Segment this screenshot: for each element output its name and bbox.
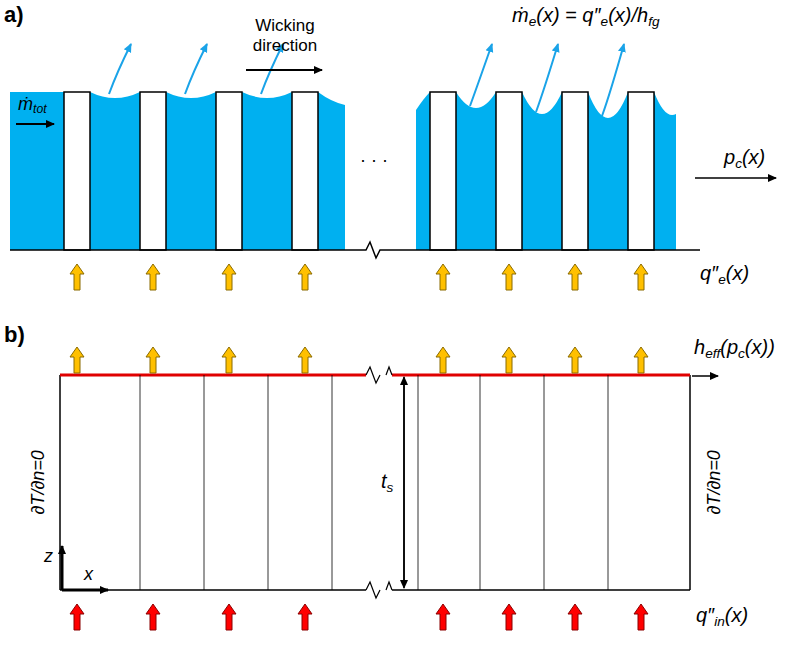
symbol-label: heff(pc(x)) — [694, 336, 775, 361]
heat-flux-arrow — [146, 264, 160, 290]
liquid-meniscus — [318, 92, 345, 250]
thickness-dimension — [403, 377, 405, 580]
symbol-label: ṁtot — [18, 94, 47, 116]
pillar — [496, 92, 522, 250]
pillar — [216, 92, 242, 250]
boundary-condition: ∂T/∂n=0 — [704, 450, 725, 514]
break-mark — [366, 582, 392, 598]
heat-flux-arrow — [298, 264, 312, 290]
cell-line — [544, 375, 545, 590]
cell-line — [140, 375, 141, 590]
panel-letter: a) — [4, 2, 24, 27]
cell-line — [204, 375, 205, 590]
direction-label: Wicking direction — [240, 16, 330, 55]
axis-arrow — [692, 375, 718, 377]
x-axis — [62, 589, 108, 592]
liquid-meniscus — [90, 92, 140, 250]
vapor-arrow — [109, 44, 131, 94]
panel-letter: b) — [4, 322, 25, 347]
liquid-meniscus — [242, 92, 292, 250]
heat-flux-arrow — [436, 347, 450, 373]
heat-flux-arrow — [568, 347, 582, 373]
liquid-meniscus — [522, 92, 562, 250]
heat-flux-arrow — [70, 264, 84, 290]
dimension-label: ts — [381, 470, 393, 495]
input-flux-arrow — [436, 604, 450, 630]
pillar — [292, 92, 318, 250]
ellipsis: · · · — [360, 150, 388, 171]
heat-flux-arrow — [222, 264, 236, 290]
pillar — [64, 92, 90, 250]
z-axis — [61, 546, 64, 590]
vapor-arrow — [536, 44, 558, 112]
heat-flux-arrow — [298, 347, 312, 373]
heat-flux-arrow — [502, 347, 516, 373]
heat-flux-arrow — [222, 347, 236, 373]
input-flux-arrow — [502, 604, 516, 630]
heat-flux-arrow — [634, 347, 648, 373]
heat-flux-arrow — [502, 264, 516, 290]
substrate-line — [10, 242, 700, 258]
symbol-label: pc(x) — [724, 146, 765, 171]
liquid-meniscus — [456, 92, 496, 250]
cell-line — [480, 375, 481, 590]
cell-line — [418, 375, 419, 590]
cell-line — [332, 375, 333, 590]
break-mark — [366, 367, 392, 383]
input-flux-arrow — [634, 604, 648, 630]
heat-flux-arrow — [436, 264, 450, 290]
axis-label: x — [84, 564, 93, 585]
vapor-arrow — [602, 44, 624, 116]
cell-line — [608, 375, 609, 590]
domain-wall — [689, 375, 691, 590]
input-flux-arrow — [568, 604, 582, 630]
heat-flux-arrow — [568, 264, 582, 290]
liquid-meniscus — [416, 92, 430, 250]
symbol-label: q″e(x) — [700, 262, 749, 287]
pillar — [628, 92, 654, 250]
evaporating-boundary — [60, 374, 690, 377]
liquid-region — [10, 92, 64, 250]
equation-label: ṁe(x) = q″e(x)/hfg — [512, 4, 659, 29]
pillar — [430, 92, 456, 250]
axis-arrow — [695, 177, 776, 179]
wicking-arrow — [246, 69, 322, 71]
pillar — [140, 92, 166, 250]
heat-flux-arrow — [70, 347, 84, 373]
vapor-arrow — [185, 44, 207, 94]
vapor-arrow — [470, 44, 492, 106]
liquid-meniscus — [654, 92, 676, 250]
input-flux-arrow — [70, 604, 84, 630]
pillar — [562, 92, 588, 250]
liquid-meniscus — [588, 92, 628, 250]
input-flux-arrow — [146, 604, 160, 630]
heat-flux-arrow — [634, 264, 648, 290]
boundary-condition: ∂T/∂n=0 — [28, 450, 49, 514]
axis-label: z — [44, 546, 53, 567]
heat-flux-arrow — [146, 347, 160, 373]
liquid-meniscus — [166, 92, 216, 250]
input-flux-arrow — [222, 604, 236, 630]
input-flux-arrow — [298, 604, 312, 630]
cell-line — [268, 375, 269, 590]
flow-arrow — [16, 123, 54, 125]
symbol-label: q″in(x) — [696, 604, 748, 629]
domain-bottom — [60, 589, 690, 591]
